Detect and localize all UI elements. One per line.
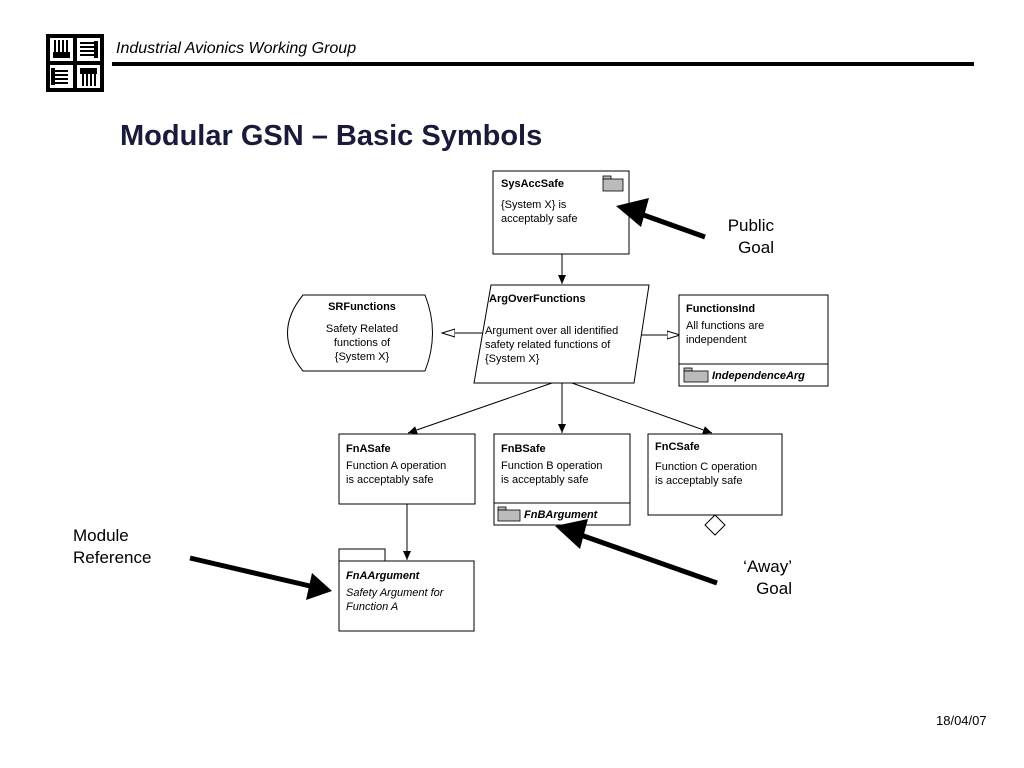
node-id: FnBSafe bbox=[501, 443, 546, 455]
node-text-line: {System X} bbox=[485, 353, 540, 365]
node-id: ArgOverFunctions bbox=[489, 293, 586, 305]
away-goal-functionsind: FunctionsInd All functions are independe… bbox=[678, 294, 829, 387]
header-rule bbox=[112, 62, 974, 66]
module-name: FnBArgument bbox=[524, 509, 599, 521]
node-text-line: Function A operation bbox=[346, 460, 446, 472]
org-name: Industrial Avionics Working Group bbox=[116, 40, 357, 57]
goal-fncsafe: FnCSafe Function C operation is acceptab… bbox=[647, 433, 783, 536]
node-text-line: Safety Argument for bbox=[346, 587, 445, 599]
away-goal-fnbsafe: FnBSafe Function B operation is acceptab… bbox=[493, 433, 631, 526]
module-name: IndependenceArg bbox=[712, 370, 805, 382]
node-text-line: is acceptably safe bbox=[655, 475, 742, 487]
away-goal-arrow bbox=[577, 531, 718, 586]
callout-away-goal: ‘Away’ Goal bbox=[722, 556, 792, 600]
callout-line: Goal bbox=[738, 238, 774, 257]
node-text-line: Safety Related bbox=[326, 323, 398, 335]
module-fnaargument: FnAArgument Safety Argument for Function… bbox=[338, 548, 475, 632]
link-argoverfunctions-fnasafe bbox=[407, 382, 553, 434]
callout-line: Module bbox=[73, 526, 129, 545]
node-id: FnASafe bbox=[346, 443, 391, 455]
node-id: FunctionsInd bbox=[686, 303, 755, 315]
node-text-line: Function C operation bbox=[655, 461, 757, 473]
public-indicator-icon bbox=[602, 175, 624, 192]
node-text-line: independent bbox=[686, 334, 747, 346]
module-reference-arrow bbox=[189, 555, 311, 589]
node-text-line: Function A bbox=[346, 601, 398, 613]
node-text-line: functions of bbox=[334, 337, 391, 349]
callout-arrows bbox=[189, 198, 718, 600]
goal-sysaccsafe: SysAccSafe {System X} is acceptably safe bbox=[492, 170, 630, 255]
callout-line: Public bbox=[727, 216, 774, 235]
undeveloped-diamond-icon bbox=[704, 514, 726, 536]
module-folder-icon bbox=[497, 506, 521, 522]
callout-module-reference: Module Reference bbox=[73, 525, 163, 569]
page-title: Modular GSN – Basic Symbols bbox=[120, 120, 543, 152]
node-id: FnCSafe bbox=[655, 441, 700, 453]
callout-public-goal: Public Goal bbox=[710, 215, 774, 259]
node-text-line: is acceptably safe bbox=[501, 474, 588, 486]
callout-line: Reference bbox=[73, 548, 152, 567]
node-text-line: is acceptably safe bbox=[346, 474, 433, 486]
public-goal-arrow bbox=[637, 210, 706, 240]
node-text-line: acceptably safe bbox=[501, 213, 577, 225]
node-text-line: safety related functions of bbox=[485, 339, 611, 351]
node-text-line: {System X} bbox=[335, 351, 390, 363]
node-id: SRFunctions bbox=[328, 301, 396, 313]
strategy-argoverfunctions: ArgOverFunctions Argument over all ident… bbox=[473, 284, 650, 384]
node-id: SysAccSafe bbox=[501, 178, 564, 190]
module-folder-icon bbox=[683, 367, 709, 383]
node-text-line: Function B operation bbox=[501, 460, 603, 472]
connectors bbox=[403, 254, 713, 560]
node-text-line: Argument over all identified bbox=[485, 325, 618, 337]
goal-fnasafe: FnASafe Function A operation is acceptab… bbox=[338, 433, 476, 505]
context-srfunctions: SRFunctions Safety Related functions of … bbox=[287, 294, 433, 372]
footer-date: 18/04/07 bbox=[936, 713, 987, 728]
node-id: FnAArgument bbox=[346, 570, 421, 582]
callout-line: ‘Away’ bbox=[743, 557, 792, 576]
node-text-line: {System X} is bbox=[501, 199, 567, 211]
callout-line: Goal bbox=[756, 579, 792, 598]
node-text-line: All functions are bbox=[686, 320, 764, 332]
link-argoverfunctions-fncsafe bbox=[571, 382, 713, 434]
